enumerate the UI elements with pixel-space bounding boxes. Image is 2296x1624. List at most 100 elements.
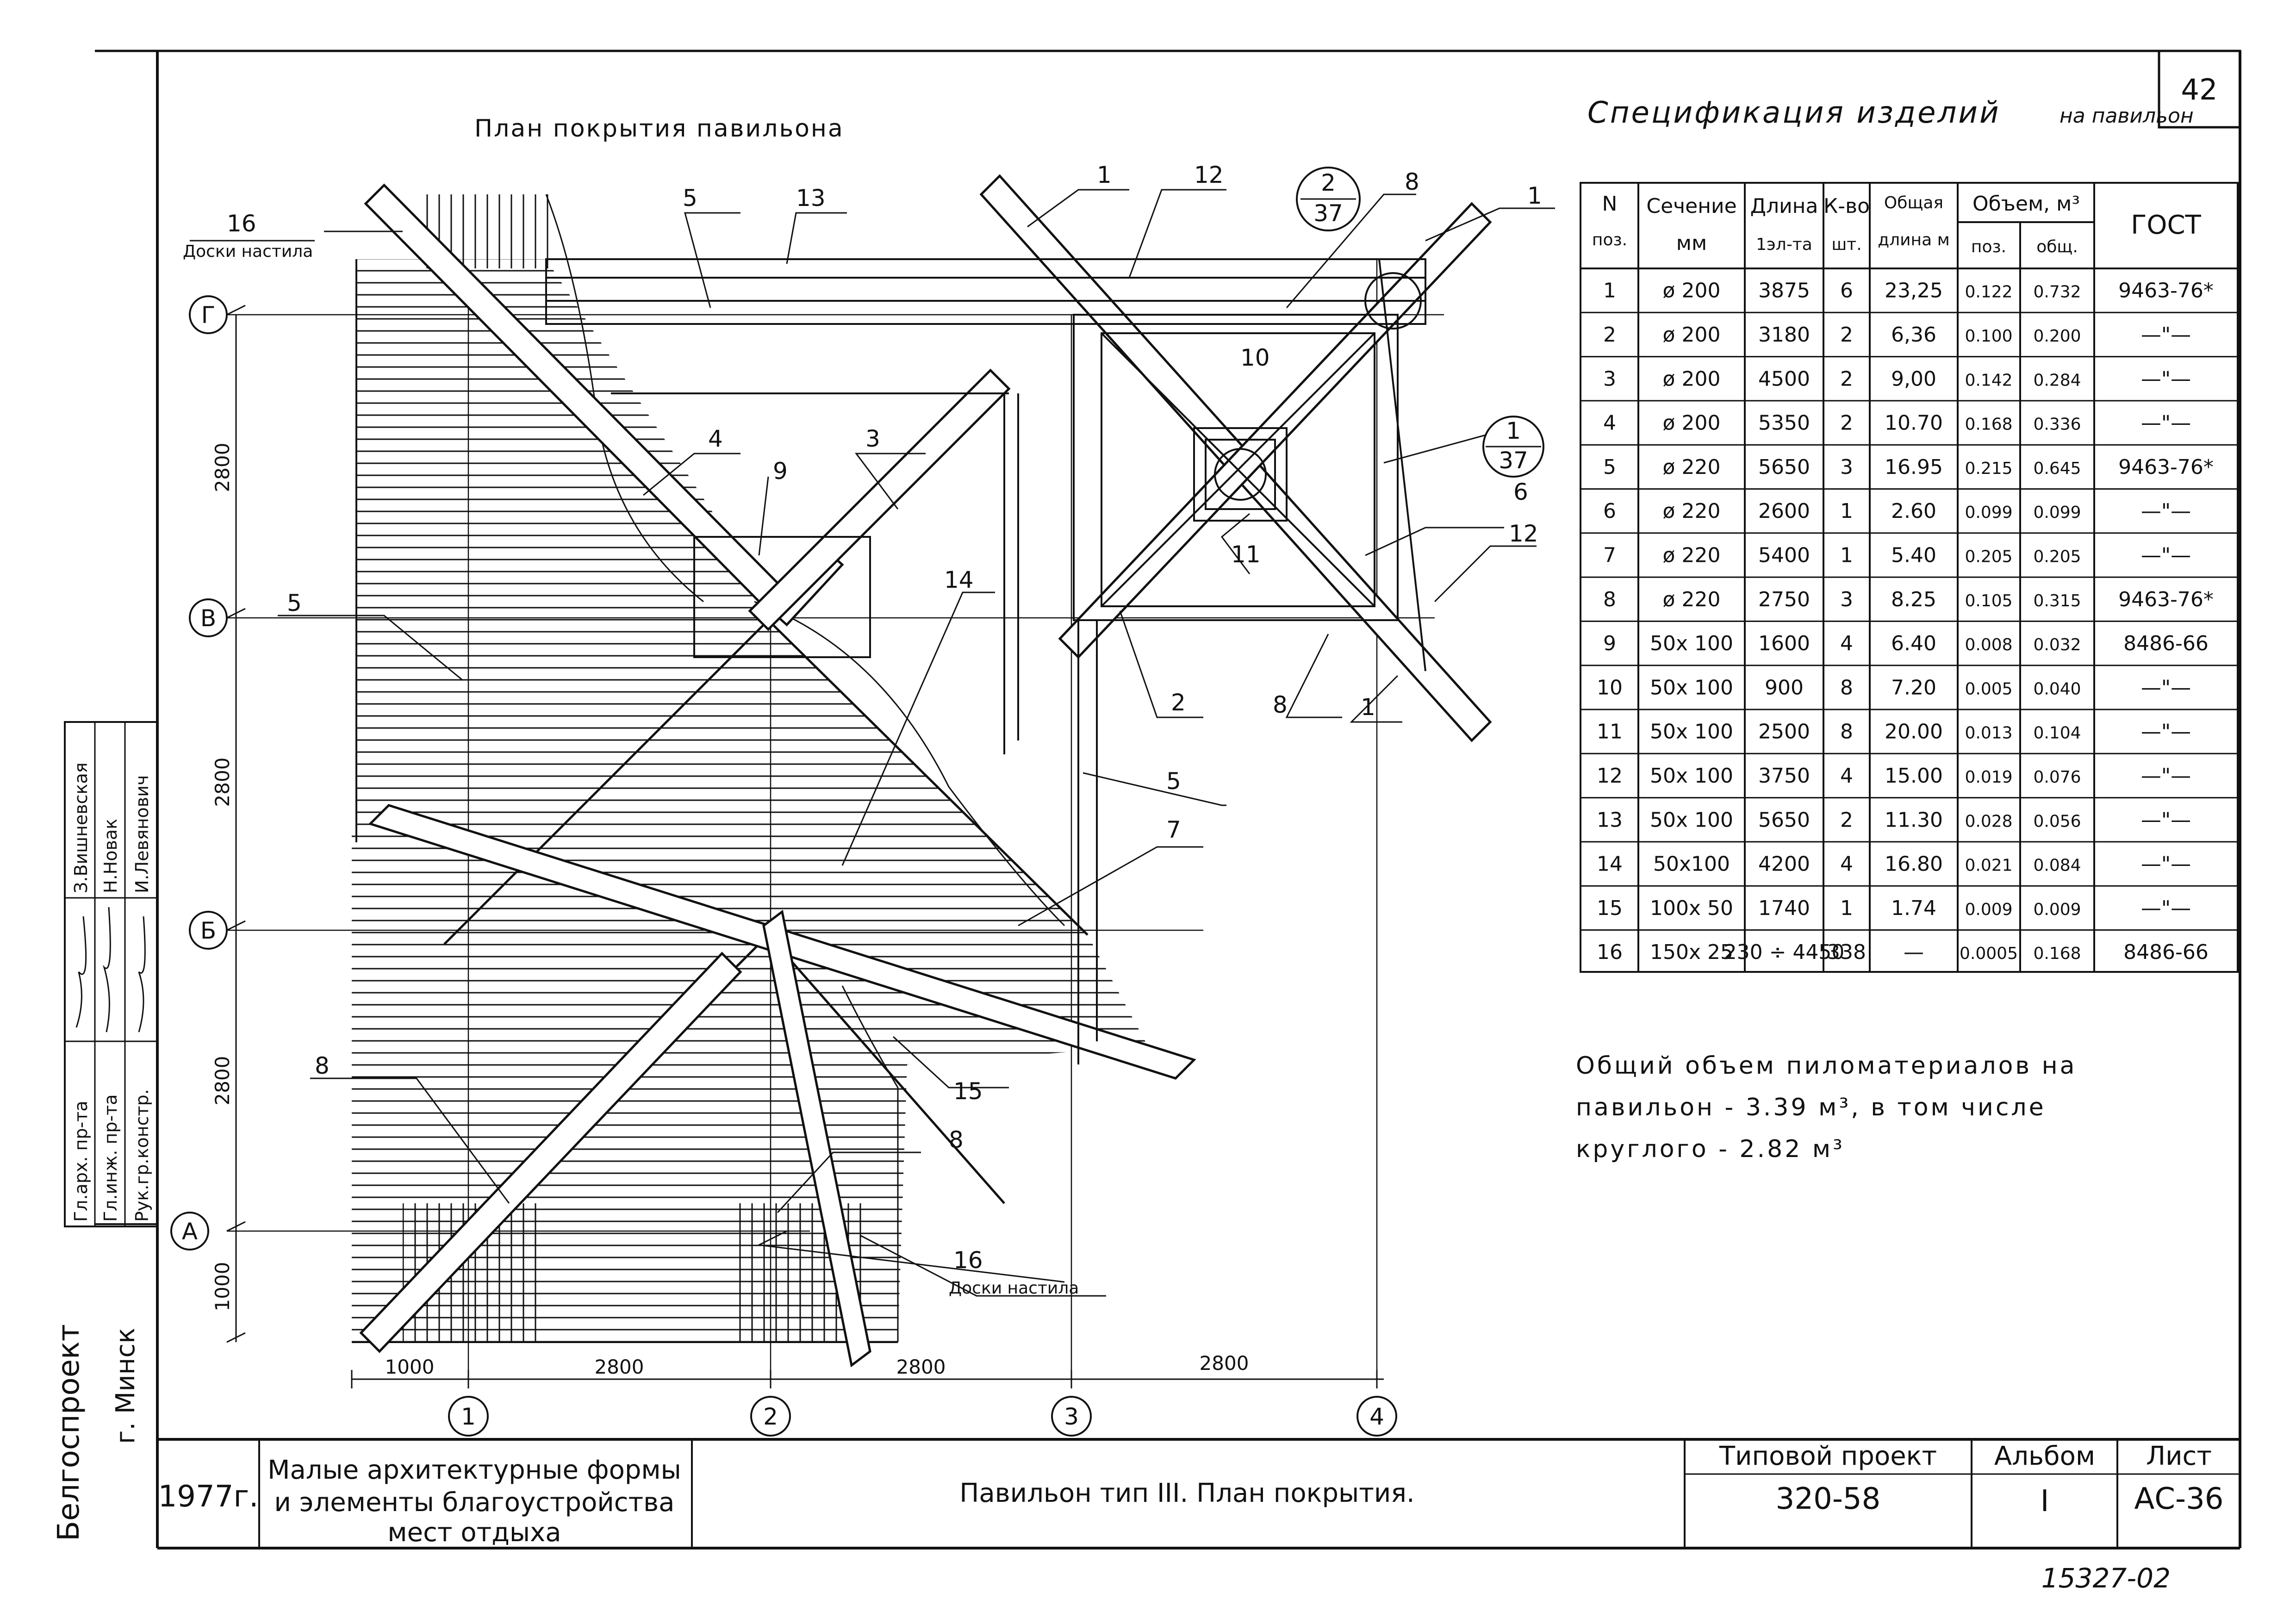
spec-cell-length: 5650 bbox=[1758, 455, 1810, 479]
spec-cell-length: 4200 bbox=[1758, 852, 1810, 876]
label-callout_a-bottom: 37 bbox=[1313, 200, 1343, 227]
signature-block: Гл.арх. пр-та Гл.инж. пр-та Рук.гр.конст… bbox=[64, 721, 158, 1227]
spec-cell-gost: —"— bbox=[2141, 808, 2191, 832]
spec-cell-v1: 0.013 bbox=[1965, 724, 2012, 743]
sheet-label: Лист bbox=[2146, 1441, 2212, 1471]
spec-cell-qty: 2 bbox=[1840, 808, 1853, 832]
spec-cell-v2: 0.099 bbox=[2033, 503, 2081, 522]
spec-cell-pos: 10 bbox=[1597, 676, 1623, 699]
spec-cell-qty: 4 bbox=[1840, 764, 1853, 788]
spec-cell-v2: 0.032 bbox=[2033, 635, 2081, 654]
leader-lines bbox=[190, 189, 1555, 1297]
label-leaders-l8d: 8 bbox=[949, 1126, 964, 1153]
dim-v-4: 1000 bbox=[211, 1262, 234, 1312]
spec-cell-v2: 0.056 bbox=[2033, 812, 2081, 831]
roof-lantern bbox=[1101, 332, 1375, 607]
spec-cell-gost: —"— bbox=[2141, 852, 2191, 876]
spec-cell-length: 3180 bbox=[1758, 323, 1810, 347]
spec-cell-pos: 11 bbox=[1597, 720, 1623, 744]
spec-cell-total: 8.25 bbox=[1891, 588, 1936, 611]
spec-cell-qty: 3 bbox=[1840, 588, 1853, 611]
label-spec_table-headers-qty_bottom: шт. bbox=[1831, 235, 1861, 254]
spec-cell-pos: 15 bbox=[1597, 896, 1623, 920]
label-leaders-l8b: 8 bbox=[1273, 691, 1288, 718]
spec-cell-qty: 6 bbox=[1840, 279, 1853, 303]
label-leaders-l5b: 5 bbox=[1166, 768, 1181, 795]
spec-cell-qty: 1 bbox=[1840, 896, 1853, 920]
name-3: И.Левянович bbox=[132, 775, 152, 893]
sheet-number: 42 bbox=[2181, 73, 2218, 106]
round-logs bbox=[359, 174, 1492, 1368]
spec-cell-total: 6.40 bbox=[1891, 632, 1936, 655]
spec-cell-gost: 9463-76* bbox=[2118, 588, 2214, 611]
spec-cell-length: 3875 bbox=[1758, 279, 1810, 303]
sheet-frame bbox=[95, 50, 2241, 1549]
spec-cell-gost: 8486-66 bbox=[2123, 632, 2209, 655]
inventory-stamp: 15327-02 bbox=[2041, 1562, 2171, 1594]
sheet-code: АС-36 bbox=[2134, 1482, 2224, 1516]
spec-cell-v2: 0.336 bbox=[2033, 415, 2081, 434]
label-leaders-l1a: 1 bbox=[1097, 162, 1112, 188]
spec-cell-v1: 0.205 bbox=[1965, 547, 2012, 566]
spec-cell-length: 2600 bbox=[1758, 499, 1810, 523]
role-2: Гл.инж. пр-та bbox=[100, 1094, 121, 1222]
axis-number-1: 1 bbox=[461, 1403, 476, 1430]
total-volume-note: Общий объем пиломатериалов на павильон -… bbox=[1576, 1052, 2074, 1163]
spec-cell-length: 5350 bbox=[1758, 411, 1810, 435]
label-leaders-l4: 4 bbox=[708, 425, 723, 452]
label-total_note-line2: павильон - 3.39 м³, в том числе bbox=[1576, 1094, 2046, 1121]
spec-cell-gost: 9463-76* bbox=[2118, 279, 2214, 303]
spec-cell-v2: 0.168 bbox=[2033, 944, 2081, 963]
spec-cell-qty: 8 bbox=[1840, 720, 1853, 744]
label-spec_table-headers-total_top: Общая bbox=[1884, 193, 1943, 212]
spec-cell-qty: 2 bbox=[1840, 411, 1853, 435]
label-leaders-l11: 11 bbox=[1231, 541, 1261, 568]
spec-cell-pos: 8 bbox=[1603, 588, 1616, 611]
spec-cell-section: 50x100 bbox=[1653, 852, 1730, 876]
spec-title: Спецификация изделий bbox=[1587, 96, 2001, 130]
spec-cell-v1: 0.005 bbox=[1965, 679, 2012, 698]
spec-cell-pos: 12 bbox=[1597, 764, 1623, 788]
label-spec_table-headers-qty_top: К-во bbox=[1823, 194, 1870, 218]
spec-cell-total: 9,00 bbox=[1891, 367, 1936, 391]
axis-number-4: 4 bbox=[1369, 1403, 1384, 1430]
label-spec_table-headers-vol_total: общ. bbox=[2036, 237, 2078, 256]
dim-v-2: 2800 bbox=[211, 758, 234, 807]
spec-cell-section: 50x 100 bbox=[1650, 676, 1733, 699]
spec-cell-section: ø 220 bbox=[1663, 588, 1721, 611]
axis-letter-a: А bbox=[182, 1218, 198, 1245]
spec-cell-length: 5650 bbox=[1758, 808, 1810, 832]
spec-cell-v2: 0.645 bbox=[2033, 459, 2081, 478]
roof-plan: Г В Б А 1 2 3 4 2800 2800 2800 1000 1000… bbox=[170, 162, 1555, 1437]
spec-title-suffix: на павильон bbox=[2060, 104, 2194, 128]
sheet-number-box: 42 bbox=[2158, 50, 2241, 129]
spec-cell-length: 5400 bbox=[1758, 543, 1810, 567]
spec-cell-pos: 6 bbox=[1603, 499, 1616, 523]
spec-cell-qty: 1 bbox=[1840, 543, 1853, 567]
callout-detail-1-37: 1 37 bbox=[1482, 416, 1544, 478]
spec-cell-v1: 0.168 bbox=[1965, 415, 2012, 434]
spec-cell-section: ø 200 bbox=[1663, 411, 1721, 435]
label-spec_table-headers-section_top: Сечение bbox=[1646, 194, 1736, 218]
label-spec_table-headers-length_bottom: 1эл-та bbox=[1756, 235, 1812, 254]
spec-cell-section: ø 200 bbox=[1663, 279, 1721, 303]
spec-cell-section: 100x 50 bbox=[1650, 896, 1733, 920]
label-leaders-l7: 7 bbox=[1166, 816, 1181, 843]
spec-cell-pos: 1 bbox=[1603, 279, 1616, 303]
label-spec_table-headers-total_bottom: длина м bbox=[1878, 230, 1950, 249]
label-leaders-l5a: 5 bbox=[683, 185, 697, 212]
axis-bubbles-numbers: 1 2 3 4 bbox=[448, 1396, 1397, 1437]
spec-cell-v2: 0.040 bbox=[2033, 679, 2081, 698]
spec-cell-v1: 0.021 bbox=[1965, 856, 2012, 875]
album-label: Альбом bbox=[1994, 1441, 2095, 1471]
series-line-3: мест отдыха bbox=[387, 1518, 561, 1548]
spec-cell-qty: 338 bbox=[1827, 940, 1866, 964]
spec-cell-qty: 8 bbox=[1840, 676, 1853, 699]
spec-cell-qty: 3 bbox=[1840, 455, 1853, 479]
org-city: г. Минск bbox=[111, 1328, 141, 1444]
label-leaders-l10: 10 bbox=[1240, 344, 1270, 371]
spec-cell-v2: 0.205 bbox=[2033, 547, 2081, 566]
spec-cell-v2: 0.104 bbox=[2033, 724, 2081, 743]
drawing-title: Павильон тип III. План покрытия. bbox=[959, 1478, 1414, 1508]
